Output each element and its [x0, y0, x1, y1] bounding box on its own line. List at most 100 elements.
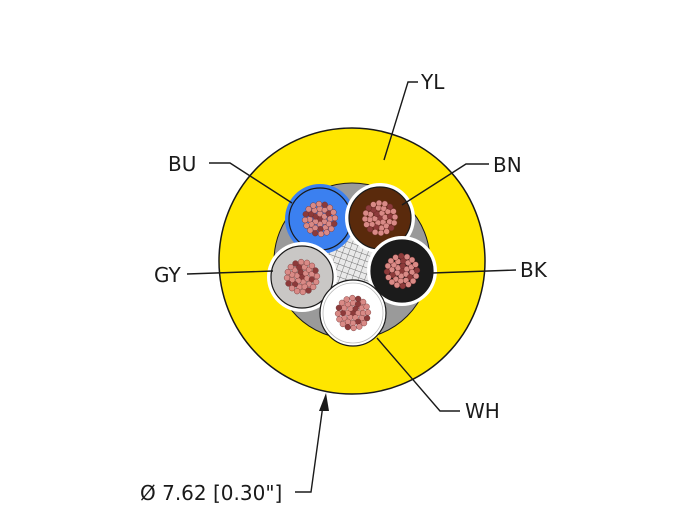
- copper-strand: [343, 296, 350, 303]
- copper-strand: [312, 230, 319, 237]
- copper-strand: [331, 220, 338, 227]
- copper-strand: [386, 203, 394, 210]
- copper-strand: [287, 263, 294, 271]
- copper-strand: [398, 252, 405, 260]
- copper-strand: [335, 304, 343, 311]
- copper-strand: [283, 274, 291, 281]
- copper-strand: [305, 287, 312, 294]
- copper-strand: [383, 228, 390, 235]
- copper-strand: [293, 288, 301, 295]
- copper-strand: [390, 208, 397, 215]
- copper-strand: [302, 211, 309, 218]
- copper-strand: [307, 227, 314, 234]
- copper-strand: [403, 253, 411, 260]
- leader-bn: [401, 163, 489, 206]
- copper-strand: [363, 221, 370, 228]
- copper-strand: [363, 315, 371, 322]
- copper-strand: [313, 273, 321, 280]
- copper-strand: [360, 298, 367, 306]
- copper-strand: [305, 206, 312, 213]
- copper-strand: [413, 267, 421, 274]
- label-gy: GY: [154, 263, 182, 287]
- copper-strand: [292, 260, 299, 267]
- conductor-bk: [367, 236, 437, 306]
- leader-yl: [383, 81, 418, 161]
- copper-strand: [387, 257, 394, 265]
- label-bk: BK: [520, 258, 548, 282]
- copper-strand: [313, 278, 320, 286]
- copper-strand: [338, 299, 346, 306]
- copper-strand: [350, 324, 357, 332]
- copper-strand: [349, 294, 356, 302]
- copper-strand: [383, 268, 391, 275]
- copper-strand: [370, 201, 377, 208]
- label-bn: BN: [493, 153, 522, 177]
- copper-strand: [303, 259, 311, 266]
- copper-strand: [366, 226, 374, 233]
- copper-strand: [375, 199, 383, 207]
- copper-strand: [408, 256, 416, 263]
- copper-strand: [331, 214, 339, 222]
- copper-strand: [344, 323, 351, 331]
- copper-strand: [377, 229, 385, 237]
- copper-strand: [393, 282, 401, 289]
- leader-wh: [376, 337, 460, 412]
- copper-strand: [355, 295, 362, 303]
- copper-strand: [391, 219, 398, 226]
- copper-strand: [312, 267, 319, 274]
- copper-strand: [336, 316, 343, 323]
- copper-strand: [317, 230, 325, 238]
- copper-strand: [308, 262, 316, 269]
- copper-strand: [310, 283, 317, 291]
- copper-strand: [321, 201, 328, 208]
- copper-strand: [384, 262, 391, 270]
- leader-gy: [186, 270, 274, 275]
- copper-strands: [301, 200, 339, 238]
- label-bu: BU: [168, 152, 196, 176]
- conductor-bu: [285, 184, 355, 254]
- copper-strand: [360, 320, 368, 327]
- copper-strand: [405, 281, 412, 288]
- copper-strand: [362, 210, 369, 217]
- copper-strand: [385, 274, 392, 281]
- copper-strand: [298, 258, 305, 266]
- label-wh: WH: [465, 399, 500, 423]
- copper-strand: [413, 272, 420, 280]
- copper-strand: [399, 282, 406, 290]
- copper-strand: [363, 303, 370, 310]
- conductor-wh: [319, 279, 387, 347]
- copper-strand: [301, 216, 309, 224]
- leader-bu: [209, 162, 293, 204]
- copper-strand: [388, 224, 395, 232]
- copper-strand: [330, 209, 337, 216]
- copper-strand: [339, 320, 346, 328]
- copper-strand: [388, 279, 396, 286]
- arrow-head-icon: [319, 393, 329, 411]
- conductor-gy: [267, 242, 337, 312]
- label-yl: YL: [420, 70, 445, 94]
- copper-strands: [361, 199, 399, 237]
- copper-strand: [284, 268, 291, 276]
- copper-strand: [365, 204, 372, 212]
- copper-strand: [326, 204, 333, 211]
- copper-strand: [315, 200, 323, 208]
- copper-strands: [383, 252, 421, 290]
- copper-strand: [328, 225, 335, 232]
- copper-strand: [364, 309, 372, 316]
- copper-strand: [303, 222, 310, 229]
- copper-strand: [285, 280, 292, 287]
- label-diameter: Ø 7.62 [0.30"]: [140, 481, 282, 505]
- leader-diameter: [295, 404, 324, 493]
- copper-strand: [392, 254, 399, 261]
- copper-strand: [410, 277, 417, 285]
- copper-strand: [412, 261, 419, 268]
- copper-strand: [299, 288, 306, 296]
- copper-strand: [381, 200, 388, 207]
- copper-strand: [323, 229, 330, 236]
- copper-strand: [310, 202, 317, 209]
- copper-strands: [334, 294, 372, 332]
- leader-bk: [431, 269, 517, 274]
- leader-lines: [186, 81, 517, 493]
- copper-strand: [361, 215, 369, 223]
